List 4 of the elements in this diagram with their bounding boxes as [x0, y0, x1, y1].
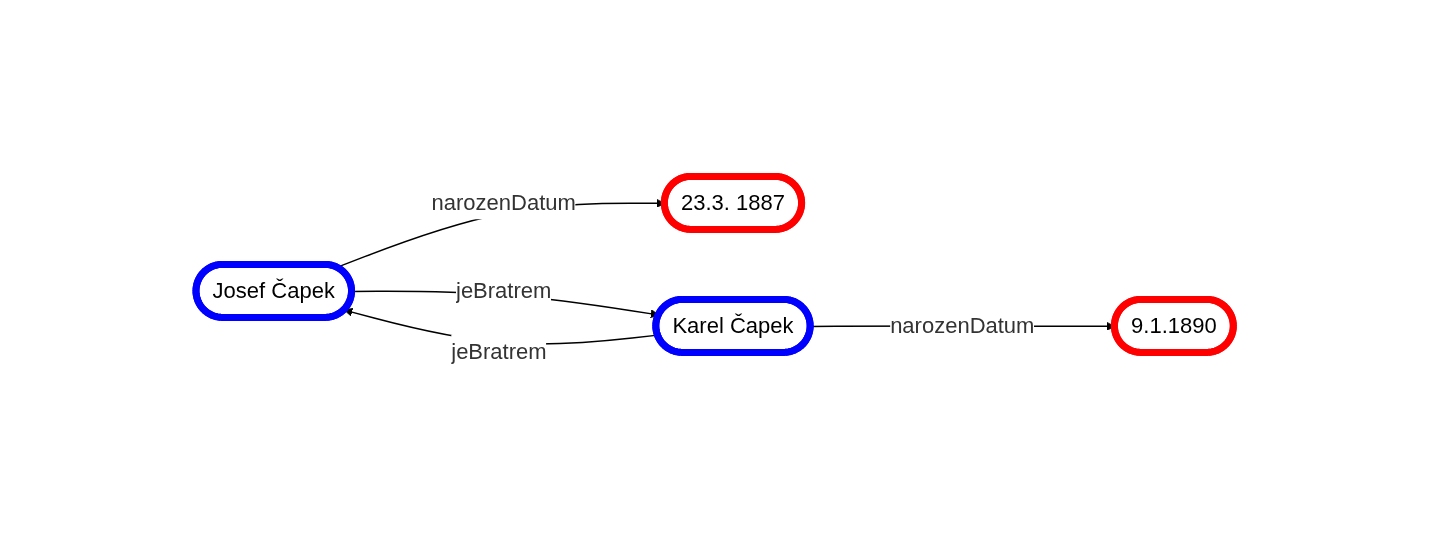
edge-label: jeBratrem — [451, 338, 547, 364]
edge-label: jeBratrem — [456, 278, 552, 304]
edge-label: narozenDatum — [431, 190, 577, 216]
edge-label: narozenDatum — [890, 313, 1035, 339]
